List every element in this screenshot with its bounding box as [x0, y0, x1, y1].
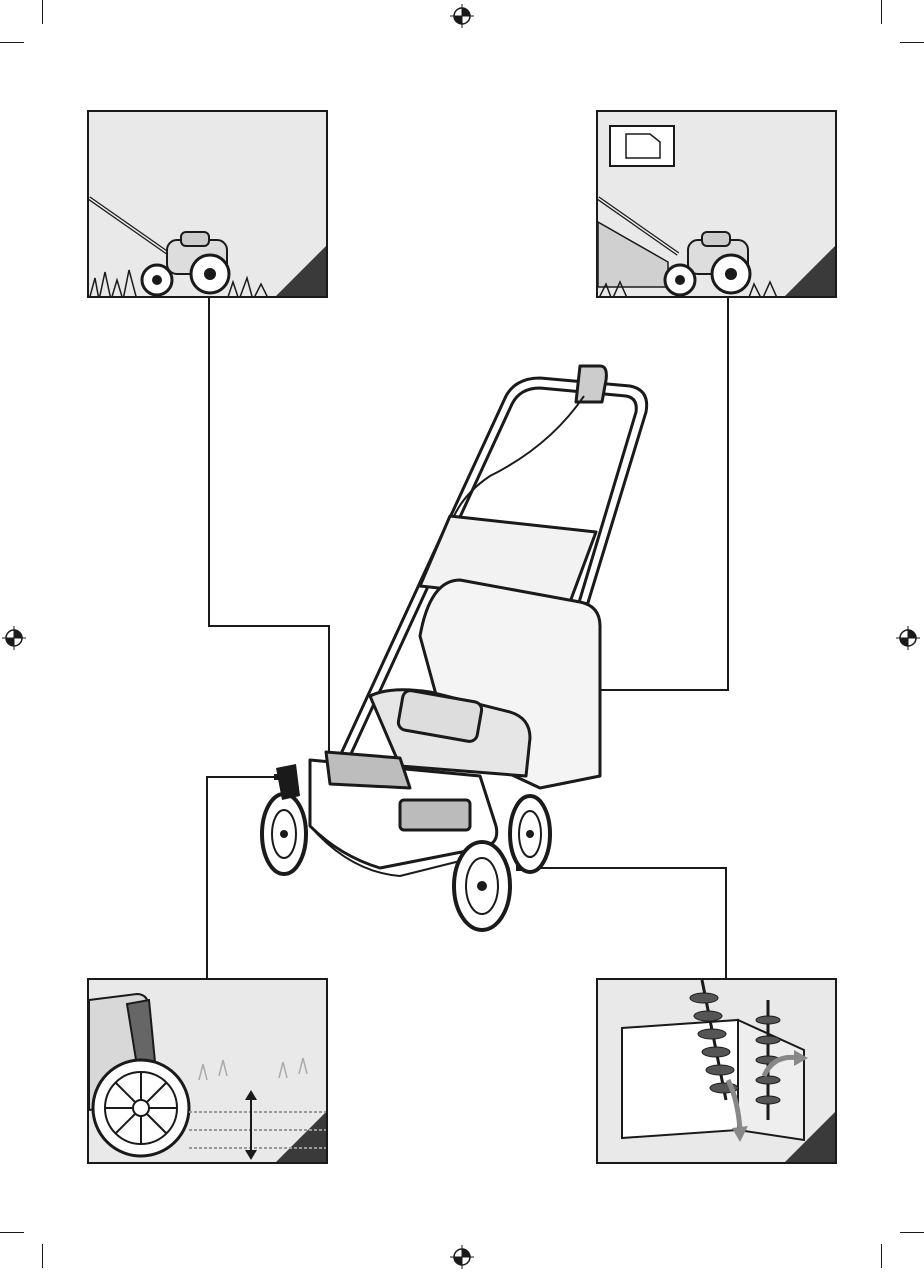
tine-roller-rotation-icon	[598, 980, 837, 1164]
collector-bag-attached-icon	[598, 112, 837, 298]
wheel-height-lever-icon	[89, 980, 328, 1164]
panel-height-adjustment	[87, 978, 328, 1164]
panel-blade-roller	[596, 978, 837, 1164]
lawn-scarifier-walking-icon	[89, 112, 328, 298]
panel-mowing-position	[87, 110, 328, 298]
lawn-scarifier-illustration	[250, 356, 650, 932]
panel-grass-collector	[596, 110, 837, 298]
